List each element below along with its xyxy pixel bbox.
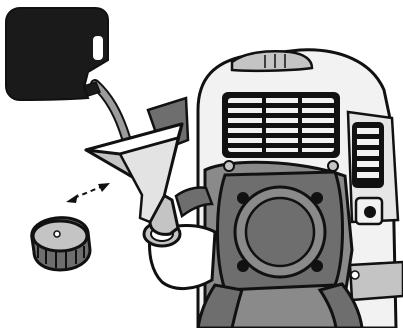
funnel-icon bbox=[86, 124, 182, 234]
remove-cap-arrow-icon bbox=[66, 183, 110, 203]
fuel-cap-icon bbox=[32, 218, 90, 270]
fuel-can-icon bbox=[6, 8, 108, 100]
side-grille bbox=[352, 122, 384, 224]
